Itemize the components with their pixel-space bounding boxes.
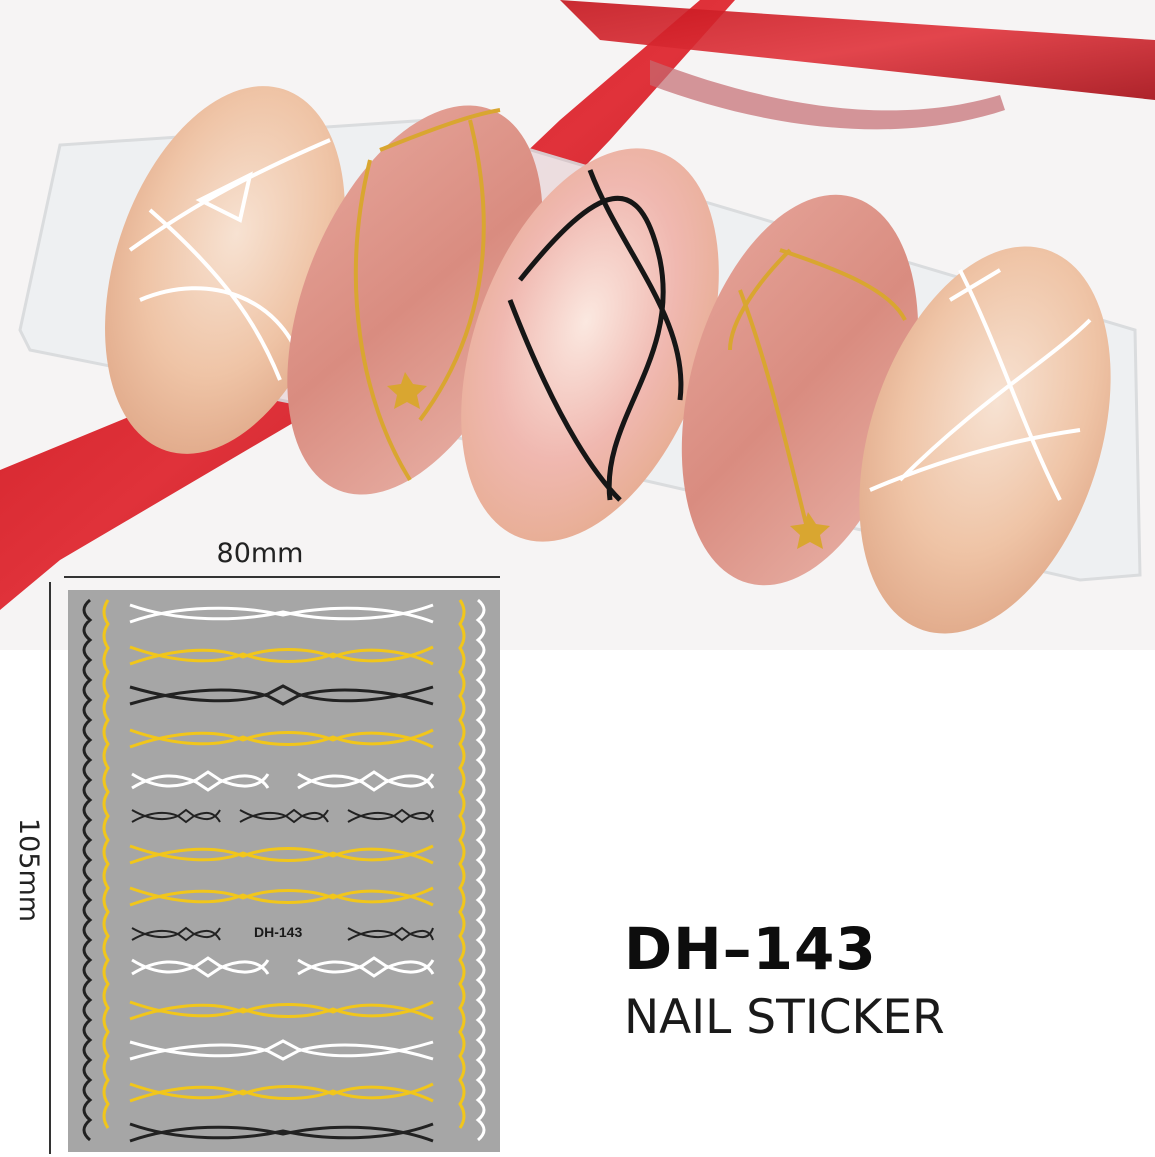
product-subtitle: NAIL STICKER bbox=[624, 990, 945, 1045]
sheet-code-label: DH-143 bbox=[254, 924, 303, 940]
height-dimension-line bbox=[49, 582, 51, 1154]
width-dimension-line bbox=[64, 576, 500, 578]
product-code: DH–143 bbox=[624, 915, 877, 983]
width-dimension-label: 80mm bbox=[216, 538, 304, 569]
sticker-sheet: DH-143 bbox=[68, 590, 500, 1152]
sticker-designs bbox=[82, 598, 486, 1143]
height-dimension-label: 105mm bbox=[13, 817, 44, 923]
